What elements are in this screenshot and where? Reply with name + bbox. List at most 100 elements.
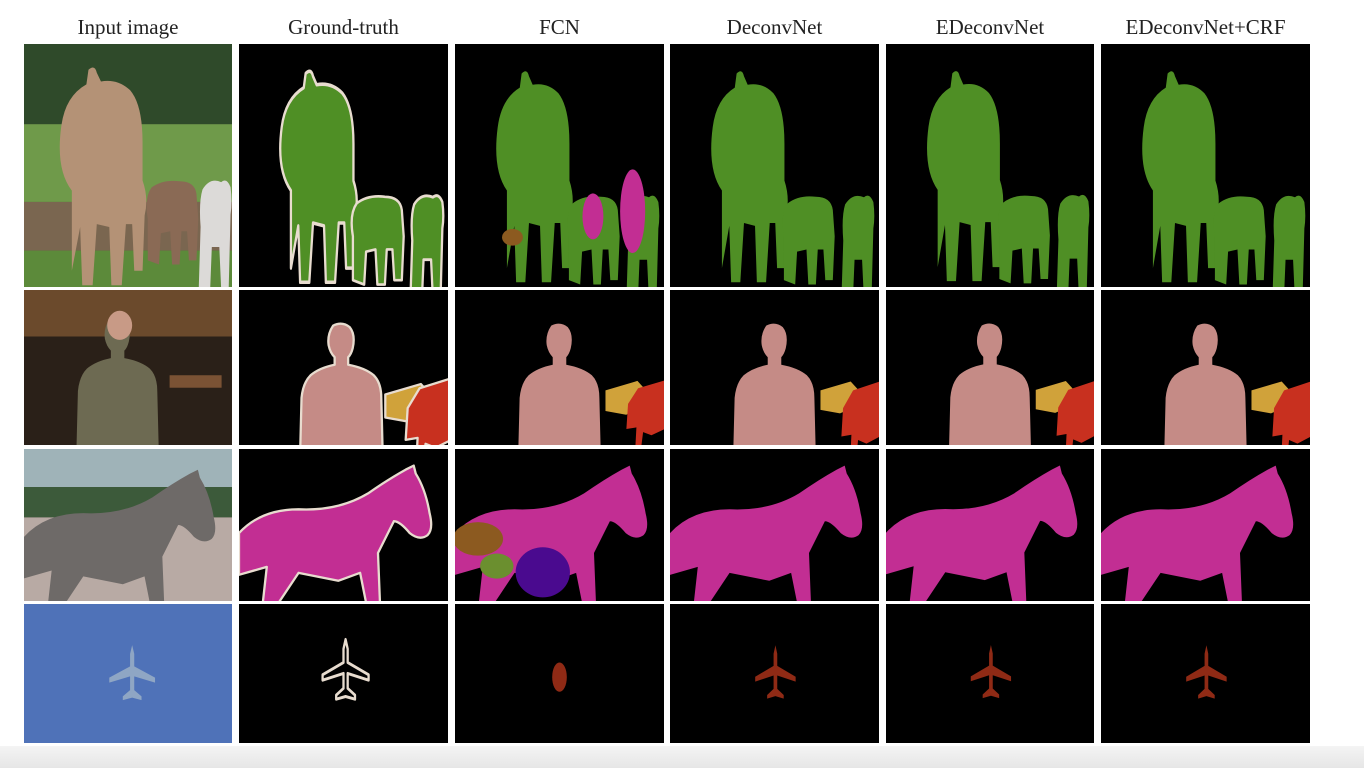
cell-horse-fcn <box>455 449 664 601</box>
horse-photo <box>24 469 216 601</box>
segmentation-map-cows <box>886 44 1094 287</box>
column-header-edeconv_crf: EDeconvNet+CRF <box>1125 15 1286 39</box>
person-mask <box>1164 323 1247 445</box>
cell-person-chair-edeconv_crf <box>1101 290 1310 445</box>
segmentation-map-person-chair <box>455 290 664 445</box>
cell-airplane-gt <box>239 604 448 743</box>
cow-mask-calf <box>782 196 835 285</box>
segmentation-map-horse <box>455 449 664 601</box>
fcn-error-dog-blob <box>455 522 504 556</box>
segmentation-map-airplane <box>455 604 664 743</box>
airplane-mask <box>1186 645 1227 699</box>
fcn-error-cat-blob <box>515 547 570 598</box>
cell-cows-fcn <box>455 44 664 287</box>
cow-mask-large <box>1142 71 1219 283</box>
cell-cows-edeconv <box>886 44 1094 287</box>
person-mask <box>299 322 384 445</box>
column-header-deconv: DeconvNet <box>726 15 823 39</box>
horse-mask <box>670 465 863 601</box>
cell-person-chair-fcn <box>455 290 664 445</box>
cell-person-chair-deconv <box>670 290 879 445</box>
airplane-photo <box>109 645 156 701</box>
cow-mask-calf <box>567 196 620 285</box>
cow-mask-white <box>409 194 445 287</box>
column-header-gt: Ground-truth <box>288 15 399 39</box>
segmentation-map-horse <box>1101 449 1310 601</box>
airplane-mask <box>552 662 567 692</box>
airplane-mask <box>970 645 1012 699</box>
cell-horse-edeconv_crf <box>1101 449 1310 601</box>
cell-person-chair-input <box>24 290 232 445</box>
chair-mask <box>841 381 879 445</box>
cell-horse-deconv <box>670 449 879 601</box>
cell-airplane-fcn <box>455 604 664 743</box>
segmentation-map-airplane <box>1101 604 1310 743</box>
cell-horse-input <box>24 449 232 601</box>
airplane-mask <box>755 645 796 699</box>
segmentation-map-person-chair <box>886 290 1094 445</box>
segmentation-map-cows <box>670 44 879 287</box>
segmentation-map-person-chair <box>1101 290 1310 445</box>
fcn-error-dog-blob <box>502 228 523 246</box>
airplane-mask <box>321 637 370 701</box>
chair-mask <box>626 380 664 445</box>
cell-airplane-input <box>24 604 232 743</box>
cow-photo-calf <box>146 180 199 265</box>
segmentation-map-horse <box>886 449 1094 601</box>
cow-photo-white <box>198 180 232 287</box>
cow-photo-large <box>59 67 147 286</box>
person-mask <box>518 323 601 445</box>
person-mask <box>949 323 1031 445</box>
cow-mask-calf <box>998 195 1050 284</box>
column-header-edeconv: EDeconvNet <box>935 15 1045 39</box>
column-header-input: Input image <box>77 15 179 39</box>
column-header-fcn: FCN <box>539 15 580 39</box>
input-image-person-chair <box>24 290 232 445</box>
cell-cows-deconv <box>670 44 879 287</box>
cell-horse-gt <box>239 449 448 601</box>
cell-airplane-edeconv <box>886 604 1094 743</box>
cell-cows-input <box>24 44 232 287</box>
cow-mask-calf <box>1213 196 1266 285</box>
segmentation-map-cows <box>1101 44 1310 287</box>
chair-mask <box>404 378 448 445</box>
segmentation-map-airplane <box>670 604 879 743</box>
person-photo-face <box>107 310 133 340</box>
cell-horse-edeconv <box>886 449 1094 601</box>
segmentation-map-cows <box>239 44 448 287</box>
person-mask <box>733 323 816 445</box>
cow-mask-large <box>927 71 1004 282</box>
chair-mask <box>1272 381 1310 445</box>
cow-mask-white <box>1056 194 1090 287</box>
cow-mask-white <box>841 195 875 287</box>
horse-mask <box>886 465 1078 601</box>
input-image-horse <box>24 449 232 601</box>
cell-airplane-edeconv_crf <box>1101 604 1310 743</box>
fcn-error-horse-blob-2 <box>582 193 604 240</box>
segmentation-map-person-chair <box>670 290 879 445</box>
horse-mask <box>1101 465 1294 601</box>
fcn-error-sheep-blob <box>480 553 514 579</box>
segmentation-map-person-chair <box>239 290 448 445</box>
cell-cows-gt <box>239 44 448 287</box>
input-image-airplane <box>24 604 232 743</box>
cell-person-chair-edeconv <box>886 290 1094 445</box>
segmentation-map-cows <box>455 44 664 287</box>
input-image-cows <box>24 44 232 287</box>
chair-mask <box>1056 381 1094 445</box>
person-photo <box>76 317 159 445</box>
cell-person-chair-gt <box>239 290 448 445</box>
segmentation-map-horse <box>670 449 879 601</box>
segmentation-map-airplane <box>886 604 1094 743</box>
cow-mask-large <box>711 71 788 283</box>
horse-mask <box>239 464 433 601</box>
segmentation-map-airplane <box>239 604 448 743</box>
cell-airplane-deconv <box>670 604 879 743</box>
cow-mask-white <box>1272 195 1306 287</box>
fcn-error-horse-blob <box>620 169 646 253</box>
bottom-strip <box>0 746 1364 768</box>
cow-mask-calf <box>350 195 405 286</box>
segmentation-map-horse <box>239 449 448 601</box>
cell-cows-edeconv_crf <box>1101 44 1310 287</box>
